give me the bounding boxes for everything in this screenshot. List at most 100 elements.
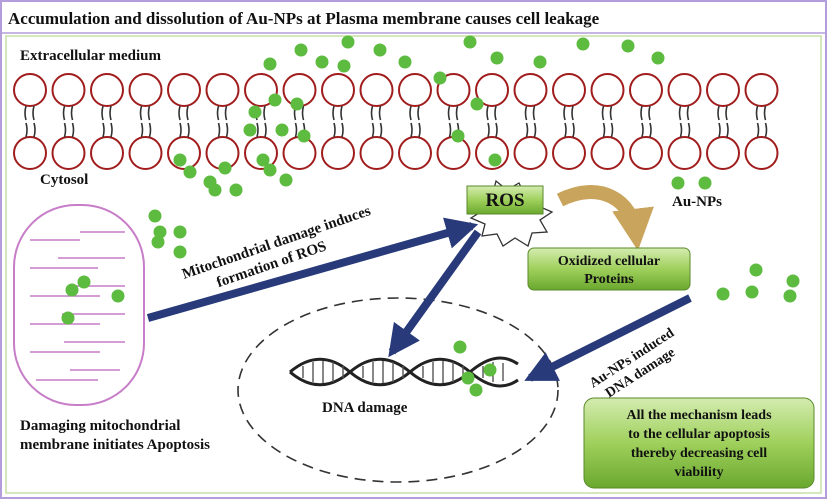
nucleus-boundary: [237, 297, 559, 483]
gold-nanoparticle: [488, 153, 502, 167]
gold-nanoparticle: [218, 161, 232, 175]
lipid-head-inner: [51, 136, 86, 170]
gold-nanoparticle: [749, 263, 763, 277]
lipid-tail: [648, 105, 652, 138]
gold-nanoparticle: [461, 371, 475, 385]
lipid-tail: [109, 105, 113, 138]
lipid-tail: [532, 105, 537, 138]
gold-nanoparticle: [533, 55, 547, 69]
lipid-tail: [409, 105, 413, 138]
gold-nanoparticle: [453, 340, 467, 354]
lipid-tail: [224, 105, 229, 138]
ros-label: ROS: [485, 190, 524, 211]
lipid-head-inner: [398, 136, 432, 170]
lipid-tail: [717, 105, 721, 138]
gold-nanoparticle: [716, 287, 730, 301]
lipid-tail: [70, 105, 75, 138]
lipid-head-inner: [706, 136, 740, 170]
gold-nanoparticle: [183, 165, 197, 179]
lipid-head-inner: [513, 136, 548, 170]
lipid-head-outer: [513, 73, 548, 107]
gold-nanoparticle: [263, 57, 277, 71]
gold-nanoparticle: [469, 383, 483, 397]
diagram-title: Accumulation and dissolution of Au-NPs a…: [8, 9, 600, 28]
gold-nanoparticle: [256, 153, 270, 167]
lipid-head-outer: [167, 73, 201, 107]
lipid-tail: [447, 105, 452, 138]
label-cytosol: Cytosol: [40, 172, 88, 188]
gold-nanoparticle: [783, 289, 797, 303]
lipid-tail: [601, 105, 606, 138]
oxidized-proteins-box: [527, 247, 691, 291]
oxidized-line2: Proteins: [584, 272, 634, 287]
lipid-tail: [370, 105, 375, 138]
gold-nanoparticle: [208, 183, 222, 197]
gold-nanoparticle: [229, 183, 243, 197]
lipid-head-outer: [629, 73, 663, 107]
lipid-tail: [263, 105, 267, 138]
conclusion-line3: thereby decreasing cell: [631, 446, 767, 461]
conclusion-line4: viability: [674, 465, 723, 480]
lipid-tail: [101, 105, 105, 138]
lipid-bilayer: [13, 73, 779, 170]
lipid-head-outer: [321, 73, 355, 107]
gold-nanoparticle: [398, 55, 412, 69]
arrow-ros-to-proteins: [556, 185, 654, 251]
gold-nanoparticle: [65, 283, 79, 297]
lipid-head-inner: [128, 136, 163, 170]
gold-nanoparticle: [341, 35, 355, 49]
lipid-head-inner: [744, 136, 779, 170]
arrow-ros-to-dna: [388, 229, 482, 358]
lipid-head-outer: [205, 73, 240, 107]
gold-nanoparticle: [263, 163, 277, 177]
gold-nanoparticle: [148, 209, 162, 223]
inner-frame: [5, 35, 822, 494]
label-extracellular: Extracellular medium: [20, 48, 161, 64]
gold-nanoparticle: [651, 51, 665, 65]
gold-nanoparticle: [77, 275, 91, 289]
lipid-tail: [725, 105, 729, 138]
lipid-tail: [571, 105, 575, 138]
gold-nanoparticle: [671, 176, 685, 190]
lipid-tail: [216, 105, 221, 138]
lipid-head-outer: [90, 73, 124, 107]
gold-nanoparticle: [61, 311, 75, 325]
gold-nanoparticle: [373, 43, 387, 57]
oxidized-line1: Oxidized cellular: [558, 254, 660, 269]
gold-nanoparticle: [315, 55, 329, 69]
lipid-tail: [340, 105, 344, 138]
mito-cristae: [30, 231, 125, 381]
conclusion-line2: to the cellular apoptosis: [628, 427, 770, 442]
lipid-tail: [147, 105, 152, 138]
lipid-head-inner: [359, 136, 394, 170]
gold-nanoparticle: [463, 35, 477, 49]
arrow-mito-to-ros: [146, 217, 479, 322]
lipid-tail: [494, 105, 498, 138]
lipid-tail: [524, 105, 529, 138]
lipid-head-inner: [321, 136, 355, 170]
lipid-head-outer: [359, 73, 394, 107]
gold-nanoparticle: [173, 225, 187, 239]
lipid-head-outer: [552, 73, 586, 107]
lipid-tail: [486, 105, 490, 138]
gold-nanoparticle: [294, 43, 308, 57]
lipid-head-outer: [398, 73, 432, 107]
lipid-head-inner: [90, 136, 124, 170]
arrow-aunps-to-dna: [524, 294, 692, 382]
apoptosis-line2: membrane initiates Apoptosis: [20, 437, 210, 453]
gold-nanoparticle: [490, 51, 504, 65]
mitochondrion: [13, 204, 145, 406]
lipid-head-outer: [13, 73, 47, 107]
gold-nanoparticle: [786, 274, 800, 288]
gold-nanoparticle: [248, 105, 262, 119]
lipid-head-inner: [590, 136, 625, 170]
gold-nanoparticle: [451, 129, 465, 143]
lipid-tail: [178, 105, 182, 138]
lipid-head-inner: [629, 136, 663, 170]
gold-nanoparticle: [243, 123, 257, 137]
lipid-tail: [640, 105, 644, 138]
lipid-tail: [139, 105, 144, 138]
lipid-tail: [24, 105, 28, 138]
lipid-tail: [686, 105, 691, 138]
lipid-head-inner: [436, 136, 471, 170]
